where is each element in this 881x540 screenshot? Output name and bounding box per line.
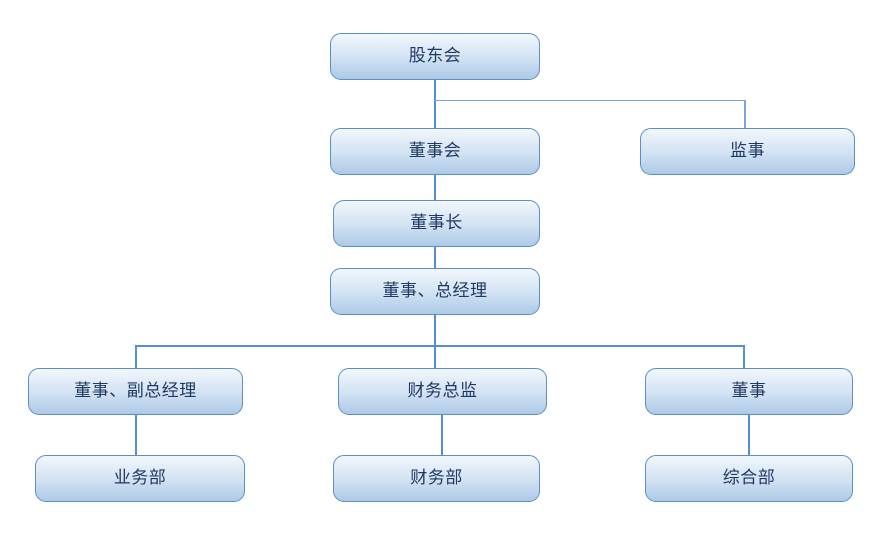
connector-chairman-gm — [434, 247, 436, 268]
node-label-shareholders: 股东会 — [408, 46, 462, 66]
node-finance-department[interactable]: 财务部 — [333, 455, 540, 502]
connector-shareholders-board — [434, 80, 436, 128]
node-label-general-affairs-department: 综合部 — [722, 468, 776, 488]
node-label-general-manager: 董事、总经理 — [382, 281, 488, 301]
connector-gm-stem — [434, 315, 436, 368]
connector-deputy-gm-business-dept — [135, 415, 137, 455]
node-general-manager[interactable]: 董事、总经理 — [330, 268, 540, 315]
connector-shareholders-supervisor-drop — [744, 100, 746, 128]
node-label-chairman: 董事长 — [410, 213, 463, 233]
node-label-business-department: 业务部 — [113, 468, 167, 488]
connector-gm-bus — [135, 345, 745, 347]
node-director[interactable]: 董事 — [645, 368, 853, 415]
node-label-finance-department: 财务部 — [410, 468, 463, 488]
connector-shareholders-supervisor-horizontal — [434, 100, 745, 101]
connector-gm-director-drop — [743, 345, 745, 368]
node-deputy-general-manager[interactable]: 董事、副总经理 — [28, 368, 243, 415]
connector-board-chairman — [434, 175, 436, 200]
node-label-board: 董事会 — [408, 141, 462, 161]
node-supervisor[interactable]: 监事 — [640, 128, 855, 175]
node-board[interactable]: 董事会 — [330, 128, 540, 175]
connector-gm-deputy-gm-drop — [135, 345, 137, 368]
node-shareholders[interactable]: 股东会 — [330, 33, 540, 80]
node-chairman[interactable]: 董事长 — [333, 200, 540, 247]
node-cfo[interactable]: 财务总监 — [338, 368, 547, 415]
node-label-cfo: 财务总监 — [407, 381, 478, 401]
node-label-supervisor: 监事 — [730, 141, 765, 161]
connector-director-general-dept — [748, 415, 750, 455]
node-general-affairs-department[interactable]: 综合部 — [645, 455, 853, 502]
connector-cfo-finance-dept — [441, 415, 443, 455]
node-business-department[interactable]: 业务部 — [35, 455, 245, 502]
node-label-director: 董事 — [731, 381, 767, 401]
node-label-deputy-general-manager: 董事、副总经理 — [74, 381, 197, 401]
